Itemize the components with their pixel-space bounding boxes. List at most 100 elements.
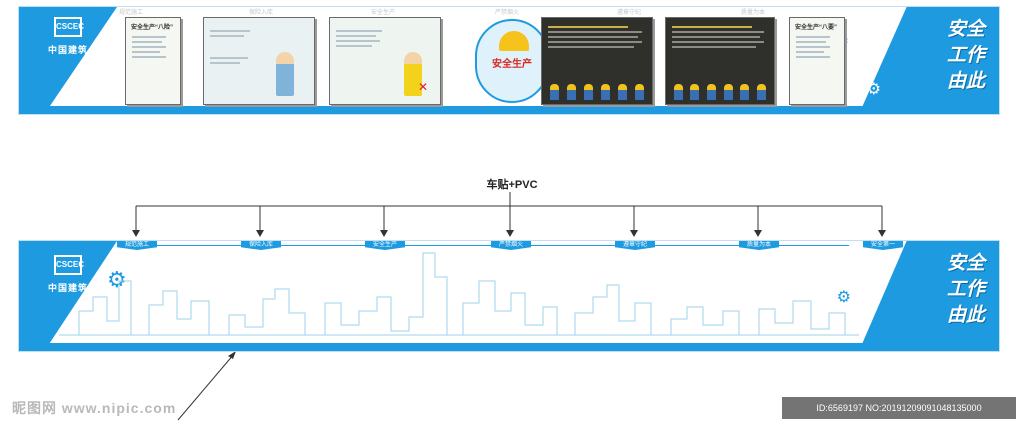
panel-text-line <box>796 36 830 38</box>
arrowhead <box>754 230 762 237</box>
faded-label: 规范施工 <box>119 10 144 16</box>
slogan-line: 工作 <box>946 279 985 300</box>
panel-text-line <box>796 51 824 53</box>
logo-text: 中国建筑 <box>47 283 88 293</box>
panel-text-line <box>336 35 376 37</box>
arrowhead <box>228 351 236 359</box>
logo-mark: CSCEC <box>54 255 84 275</box>
company-logo: CSCEC 中国建筑 <box>31 17 105 58</box>
poster-panel <box>203 17 315 105</box>
banner-tab: 遵章守纪 <box>615 241 655 250</box>
worker-figure <box>584 84 593 100</box>
poster-panel: ✕ <box>329 17 441 105</box>
worker-figure <box>690 84 700 100</box>
arrowhead <box>380 230 388 237</box>
worker-figure <box>757 84 767 100</box>
banner-tab: 规范施工 <box>117 241 157 250</box>
banner-tab: 保险入库 <box>241 241 281 250</box>
image-id-bar: ID:6569197 NO:20191209091048135000 <box>782 397 1016 419</box>
panel-text-line <box>548 31 642 33</box>
arrowhead <box>630 230 638 237</box>
poster-panel: 安全生产“八要” <box>789 17 845 105</box>
arrowhead <box>506 230 514 237</box>
banner-tab: 安全第一 <box>863 241 903 250</box>
gear-icon: ⚙ <box>866 81 881 98</box>
blackboard-panel <box>541 17 653 105</box>
worker-group <box>670 78 770 100</box>
gear-icon: ⚙ <box>107 267 127 292</box>
bottom-blue-strip <box>19 106 999 114</box>
bottom-banner-design: CSCEC 中国建筑 ⚙ ⚙ ⚙ ⚙ 规范施工 保险入库 安全生产 严禁烟火 遵… <box>18 240 1000 352</box>
material-annotation: 车贴+PVC <box>486 179 538 191</box>
top-banner-design: CSCEC 中国建筑 ⚙ ⚙ ⚙ ⚙ ⚙ 规范施工 保险入库 安全生产 严禁烟火… <box>18 6 1000 115</box>
gear-icon: ⚙ <box>89 61 109 86</box>
worker-figure <box>567 84 576 100</box>
panel-text-line <box>336 45 372 47</box>
banner-tab: 安全生产 <box>365 241 405 250</box>
safety-slogan: 安全 工作 由此 <box>885 251 985 329</box>
faded-label: 质量为本 <box>741 10 766 16</box>
city-skyline <box>59 252 859 336</box>
banner-tab: 质量为本 <box>739 241 779 250</box>
worker-figure <box>707 84 717 100</box>
faded-label: 安全生产 <box>371 10 396 16</box>
panel-text-line <box>132 56 166 58</box>
panel-text-line <box>672 36 760 38</box>
worker-figure <box>740 84 750 100</box>
skyline-outline <box>59 252 859 336</box>
slogan-line: 由此 <box>946 71 985 92</box>
gear-icon: ⚙ <box>863 261 883 286</box>
panel-text-line <box>672 31 764 33</box>
panel-text-line <box>336 40 380 42</box>
panel-text-line <box>132 46 166 48</box>
panel-text-line <box>132 36 166 38</box>
panel-text-line <box>548 41 642 43</box>
slogan-line: 工作 <box>946 45 985 66</box>
gear-icon: ⚙ <box>836 289 851 306</box>
worker-figure <box>601 84 610 100</box>
faded-label: 遵章守纪 <box>617 10 642 16</box>
worker-illustration <box>276 52 294 96</box>
faded-label: 严禁烟火 <box>495 10 520 16</box>
slogan-line: 安全 <box>946 19 985 40</box>
pointer-line <box>177 353 235 421</box>
worker-figure <box>635 84 644 100</box>
arrowhead <box>256 230 264 237</box>
arrowhead <box>878 230 886 237</box>
gear-icon: ⚙ <box>861 19 881 44</box>
gear-icon: ⚙ <box>71 317 86 334</box>
slogan-line: 由此 <box>946 305 985 326</box>
tab-rule <box>119 245 849 246</box>
site-watermark: 昵图网 www.nipic.com <box>12 400 177 416</box>
worker-figure <box>550 84 559 100</box>
panel-title: 安全生产“八险” <box>131 25 174 31</box>
slogan-line: 安全 <box>946 253 985 274</box>
blackboard-panel <box>665 17 775 105</box>
panel-text-line <box>796 46 830 48</box>
panel-title: 安全生产“八要” <box>795 25 838 31</box>
panel-text-line <box>210 62 240 64</box>
panel-text-line <box>210 30 250 32</box>
panel-text-line <box>210 35 244 37</box>
panel-text-line <box>132 51 160 53</box>
panel-text-line <box>672 46 756 48</box>
panel-text-line <box>548 36 638 38</box>
bottom-blue-strip <box>19 343 999 351</box>
logo-mark: CSCEC <box>54 17 84 37</box>
worker-figure <box>673 84 683 100</box>
panel-text-line <box>672 41 764 43</box>
panel-text-line <box>796 41 826 43</box>
arrowhead <box>132 230 140 237</box>
panel-text-line <box>210 57 248 59</box>
safety-slogan: 安全 工作 由此 <box>885 17 985 95</box>
faded-label: 保险入库 <box>249 10 274 16</box>
worker-figure <box>723 84 733 100</box>
panel-text-line <box>548 26 628 28</box>
worker-group <box>546 78 648 100</box>
panel-text-line <box>672 26 752 28</box>
company-logo: CSCEC 中国建筑 <box>31 255 105 296</box>
logo-text: 中国建筑 <box>47 45 88 55</box>
worker-illustration <box>404 52 422 96</box>
badge-text: 安全生产 <box>492 59 532 70</box>
